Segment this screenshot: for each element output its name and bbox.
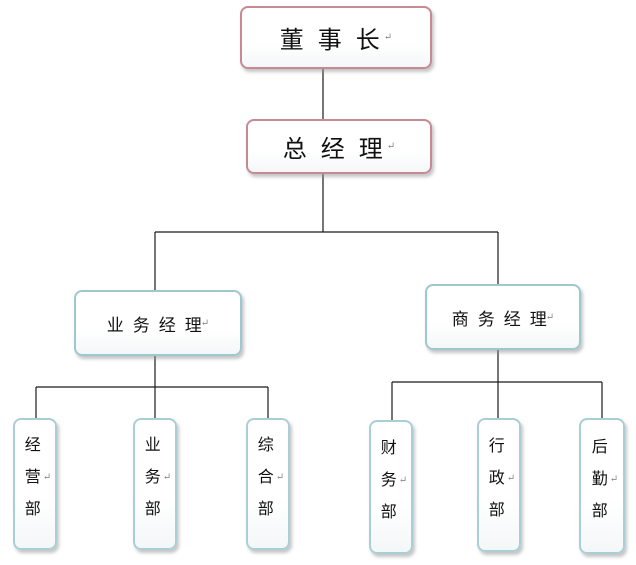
return-arrow-icon: ↵ [383, 32, 393, 43]
return-arrow-icon: ↵ [275, 471, 285, 483]
business-manager-label: 业务经理 [106, 315, 211, 336]
return-arrow-icon: ↵ [386, 141, 396, 152]
dept-label: 后勤部 [588, 438, 608, 534]
return-arrow-icon: ↵ [609, 473, 619, 485]
commercial-manager-label: 商务经理 [451, 309, 556, 330]
return-arrow-icon: ↵ [398, 474, 408, 486]
return-arrow-icon: ↵ [200, 317, 210, 329]
general-manager-label: 总经理 [282, 135, 397, 163]
commercial-manager-box: 商务经理 ↵ [425, 284, 581, 350]
dept-box-jingying: 经营部 ↵ [13, 418, 57, 550]
dept-box-yewu: 业务部 ↵ [133, 418, 177, 550]
dept-box-zonghe: 综合部 ↵ [246, 418, 290, 550]
dept-label: 财务部 [377, 439, 397, 535]
dept-label: 综合部 [254, 436, 274, 532]
return-arrow-icon: ↵ [545, 311, 555, 323]
dept-box-xingzheng: 行政部 ↵ [477, 418, 521, 552]
chairman-box: 董事长 ↵ [240, 6, 432, 69]
dept-label: 经营部 [21, 436, 41, 532]
return-arrow-icon: ↵ [42, 471, 52, 483]
return-arrow-icon: ↵ [506, 472, 516, 484]
return-arrow-icon: ↵ [162, 471, 172, 483]
dept-label: 业务部 [141, 436, 161, 532]
general-manager-box: 总经理 ↵ [246, 119, 432, 174]
dept-box-caiwu: 财务部 ↵ [369, 420, 413, 554]
business-manager-box: 业务经理 ↵ [74, 290, 242, 356]
dept-label: 行政部 [485, 437, 505, 533]
chairman-label: 董事长 [279, 26, 394, 54]
dept-box-houqin: 后勤部 ↵ [579, 418, 625, 554]
